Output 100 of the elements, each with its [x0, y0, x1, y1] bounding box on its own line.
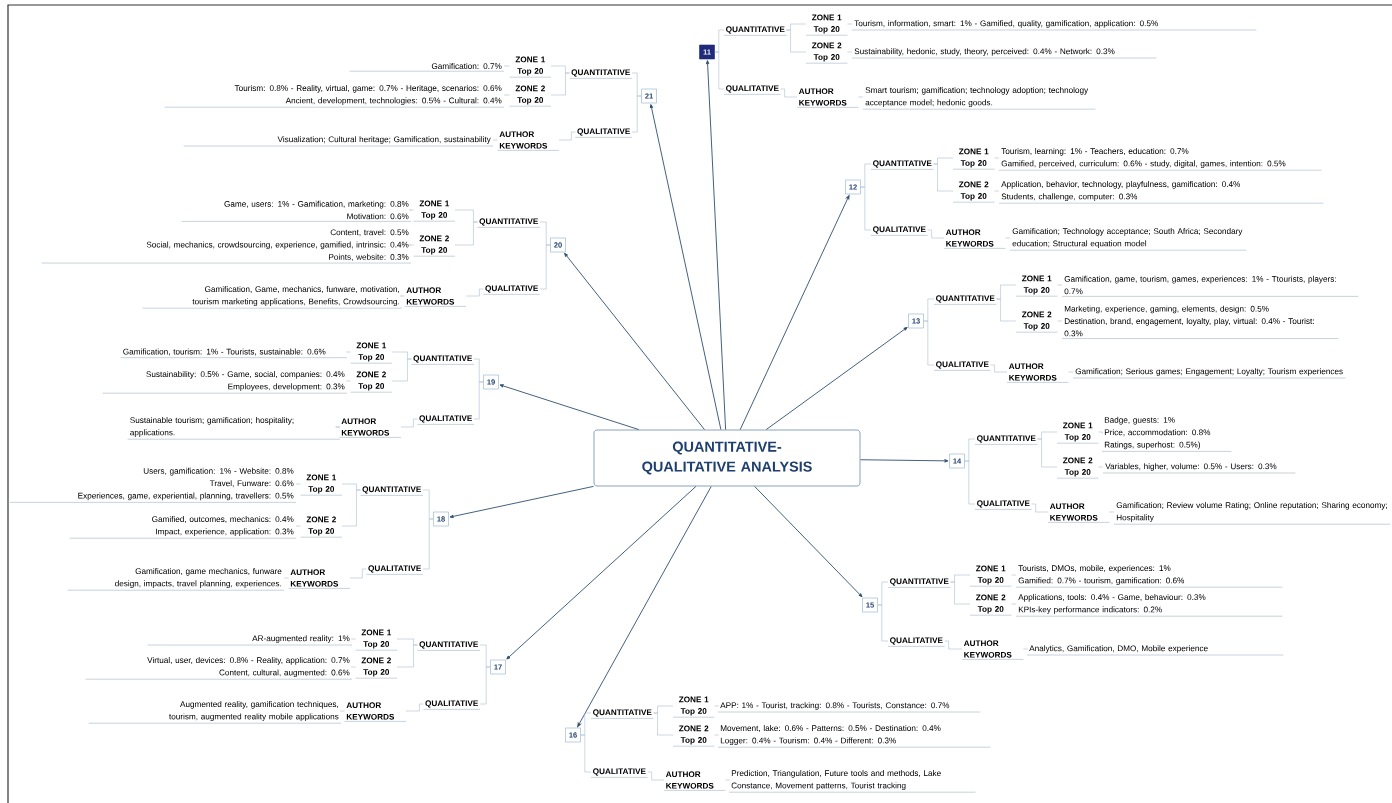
zone-label: ZONE 1 Top 20	[350, 342, 393, 364]
keywords-label: AUTHOR KEYWORDS	[796, 88, 859, 108]
keyword-list: AR-augmented reality: 1%	[147, 635, 353, 646]
zone-label: ZONE 2 Top 20	[969, 594, 1012, 616]
connector-line	[349, 568, 367, 579]
keyword-list: Marketing, experience, gaming, elements, design: 0.5% Destination, brand, engagement, loyalty, play, virtual: 0.4% - Tourist: 0.3%	[1061, 305, 1339, 339]
zone-label: ZONE 2 Top 20	[300, 516, 343, 538]
keyword-list: Gamification, tourism: 1% - Tourists, sustainable: 0.6%	[120, 348, 348, 358]
keyword-list: Badge, guests: 1% Price, accommodation: 0.8% Ratings, superhost: 0.5%)	[1101, 416, 1232, 452]
connector-line	[780, 88, 798, 98]
zone-label: ZONE 2 Top 20	[952, 181, 995, 203]
branch-label: QUANTITATIVE	[933, 295, 997, 305]
zone-label: ZONE 1 Top 20	[300, 474, 343, 496]
connector-line	[539, 244, 551, 290]
keywords-label: AUTHOR KEYWORDS	[1006, 363, 1069, 383]
arrow	[705, 60, 727, 430]
zone-label: ZONE 1 Top 20	[509, 56, 552, 78]
connector-line	[473, 381, 484, 420]
connector-line	[400, 418, 418, 428]
connector-line	[647, 771, 665, 781]
branch-label: QUANTITATIVE	[590, 709, 654, 719]
branch-label: QUANTITATIVE	[360, 486, 424, 496]
branch-label: QUANTITATIVE	[411, 355, 475, 365]
connector-line	[714, 51, 725, 90]
connector-line	[335, 426, 341, 428]
keyword-list: Gamification, game, tourism, games, experiences: 1% - Ttourists, players: 0.7%	[1061, 275, 1359, 297]
connector-line	[933, 163, 954, 192]
branch-label: QUANTITATIVE	[887, 578, 951, 588]
connector-line	[465, 288, 484, 297]
keyword-list: Gamification; Technology acceptance; South Africa; Secondary education; Structural equation model	[1009, 228, 1247, 251]
connector-line	[454, 221, 478, 246]
connector-line	[990, 364, 1008, 373]
zone-label: ZONE 1 Top 20	[969, 565, 1012, 587]
keywords-label: AUTHOR KEYWORDS	[1047, 503, 1110, 523]
branch-label: QUALITATIVE	[366, 565, 424, 575]
keywords-label: AUTHOR KEYWORDS	[663, 771, 726, 791]
branch-label: QUANTITATIVE	[870, 160, 934, 170]
connector-line	[927, 229, 945, 239]
keyword-list: Tourists, DMOs, mobile, experiences: 1% Gamified: 0.7% - tourism, gamification: 0.6%	[1015, 565, 1283, 588]
connector-line	[996, 298, 1017, 322]
connector-line	[1037, 438, 1058, 468]
keywords-label: AUTHOR KEYWORDS	[961, 640, 1024, 660]
branch-label: QUALITATIVE	[417, 415, 475, 425]
zone-label: ZONE 2 Top 20	[805, 42, 848, 64]
zone-label: ZONE 1 Top 20	[1056, 422, 1099, 444]
connector-line	[396, 644, 418, 668]
branch-label: QUALITATIVE	[423, 700, 481, 710]
zone-label: ZONE 2 Top 20	[413, 235, 456, 257]
branch-label: QUALITATIVE	[870, 226, 928, 236]
arrow	[860, 459, 949, 463]
connector-line	[405, 703, 424, 712]
connector-line	[391, 358, 412, 382]
connector-line	[341, 489, 361, 527]
keyword-list: Virtual, user, devices: 0.8% - Reality, application: 0.7% Content, cultural, augmented: 0.6%	[85, 657, 353, 680]
branch-label: QUALITATIVE	[887, 637, 945, 647]
connector-line	[558, 131, 576, 141]
keywords-label: AUTHOR KEYWORDS	[288, 569, 351, 589]
zone-label: ZONE 1 Top 20	[805, 14, 848, 36]
connector-line	[550, 72, 570, 96]
branch-label: QUALITATIVE	[483, 285, 541, 295]
branch-label: QUANTITATIVE	[974, 435, 1038, 445]
zone-label: ZONE 1 Top 20	[952, 148, 995, 170]
keyword-list: Variables, higher, volume: 0.5% - Users: 0.3%	[1102, 463, 1296, 474]
arrow	[499, 384, 640, 430]
keyword-list: Gamification, game mechanics, funware design, impacts, travel planning, experiences.	[67, 568, 285, 591]
branch-label: QUANTITATIVE	[569, 69, 633, 79]
keyword-list: Tourism, information, smart: 1% - Gamified, quality, gamification, application: 0.5%	[851, 20, 1257, 31]
connector-line	[877, 604, 889, 642]
keyword-list: Tourism: 0.8% - Reality, virtual, game: 0.7% - Heritage, scenarios: 0.6% Ancient, development, technologies: 0.5% - Cultural: 0.4%	[164, 85, 505, 108]
keyword-list: Prediction, Triangulation, Future tools and methods, Lake Constance, Movement patterns, Tourist tracking	[728, 770, 976, 793]
keyword-list: Augmented reality, gamification techniques, tourism, augmented reality mobile applications	[88, 701, 342, 724]
zone-label: ZONE 2 Top 20	[350, 371, 393, 393]
zone-label: ZONE 1 Top 20	[1015, 275, 1058, 297]
keywords-label: AUTHOR KEYWORDS	[404, 287, 467, 307]
branch-label: QUALITATIVE	[723, 85, 781, 95]
keyword-list: Sustainability, hedonic, study, theory, perceived: 0.4% - Network: 0.3%	[851, 48, 1157, 59]
arrow	[564, 252, 705, 430]
arrow	[739, 195, 850, 430]
arrow	[649, 104, 722, 430]
connector-line	[479, 666, 491, 705]
arrow	[765, 326, 908, 430]
keyword-list: APP: 1% - Tourist, tracking: 0.8% - Tourists, Constance: 0.7%	[717, 702, 981, 713]
keyword-list: Gamification; Serious games; Engagement; Loyalty; Tourism experiences	[1072, 368, 1346, 379]
keyword-list: Users, gamification: 1% - Website: 0.8% Travel, Funware: 0.6% Experiences, game, experiential, planning, travellers: 0.5%	[9, 467, 297, 503]
keyword-list: Content, travel: 0.5% Social, mechanics, crowdsourcing, experience, gamified, intrinsic: 0.4% Points, website: 0.3%	[41, 229, 412, 264]
keyword-list: Sustainability: 0.5% - Game, social, companies: 0.4% Employees, development: 0.3%	[102, 371, 348, 394]
zone-label: ZONE 2 Top 20	[355, 657, 398, 679]
keyword-list: Sustainable tourism; gamification; hospitality; applications.	[127, 417, 341, 440]
branch-label: QUALITATIVE	[974, 500, 1032, 510]
zone-label: ZONE 2 Top 20	[509, 85, 552, 107]
branch-label: QUALITATIVE	[933, 361, 991, 371]
keyword-list: Application, behavior, technology, playfulness, gamification: 0.4% Students, challenge, computer: 0.3%	[998, 181, 1324, 204]
arrow	[754, 486, 863, 598]
branch-label: QUALITATIVE	[590, 768, 648, 778]
keyword-list: Gamification; Review volume Rating; Online reputation; Sharing economy; Hospitality	[1113, 502, 1391, 525]
branch-label: QUALITATIVE	[575, 128, 633, 138]
keywords-label: AUTHOR KEYWORDS	[344, 702, 407, 722]
central-topic-box: QUANTITATIVE-QUALITATIVE ANALYSIS	[593, 429, 861, 487]
keyword-list: Movement, lake: 0.6% - Patterns: 0.5% - Destination: 0.4% Logger: 0.4% - Tourism: 0.4% - Different: 0.3%	[717, 725, 991, 748]
keyword-list: Visualization; Cultural heritage; Gamification, sustainability	[183, 136, 494, 147]
